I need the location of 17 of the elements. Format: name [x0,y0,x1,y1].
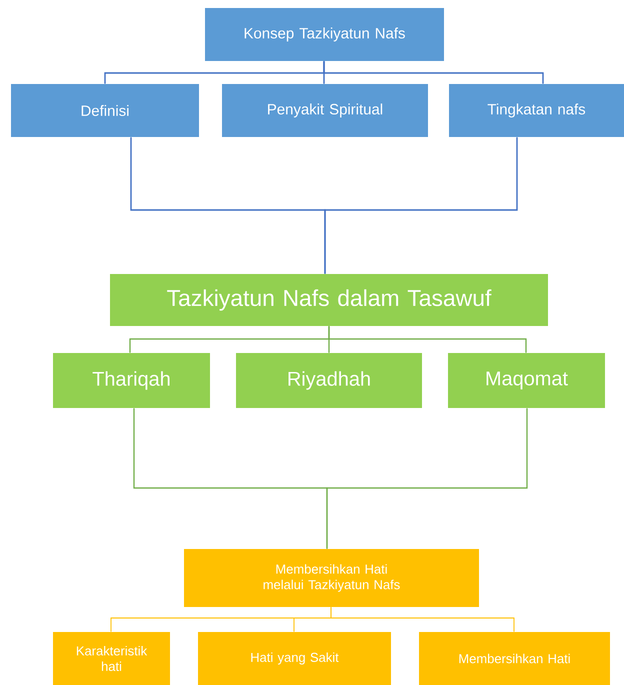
process-box: Penyakit Spiritual [222,84,428,137]
connector-line [323,61,544,84]
process-box: Definisi [11,84,199,137]
connector-line [328,326,527,353]
process-box: Maqomat [448,353,605,408]
process-box: Riyadhah [236,353,422,408]
process-box: Tazkiyatun Nafs dalam Tasawuf [110,274,548,326]
connector-line [330,606,514,632]
connector-line [326,408,528,549]
process-box: Thariqah [53,353,210,408]
process-box: Membersihkan Hati [419,632,610,685]
process-box: Membersihkan Hati melalui Tazkiyatun Nafs [184,549,479,607]
process-box: Tingkatan nafs [449,84,624,137]
process-box: Konsep Tazkiyatun Nafs [205,8,444,61]
process-box: Hati yang Sakit [198,632,391,685]
connector-line [324,137,518,274]
process-box: Karakteristik hati [53,632,170,685]
